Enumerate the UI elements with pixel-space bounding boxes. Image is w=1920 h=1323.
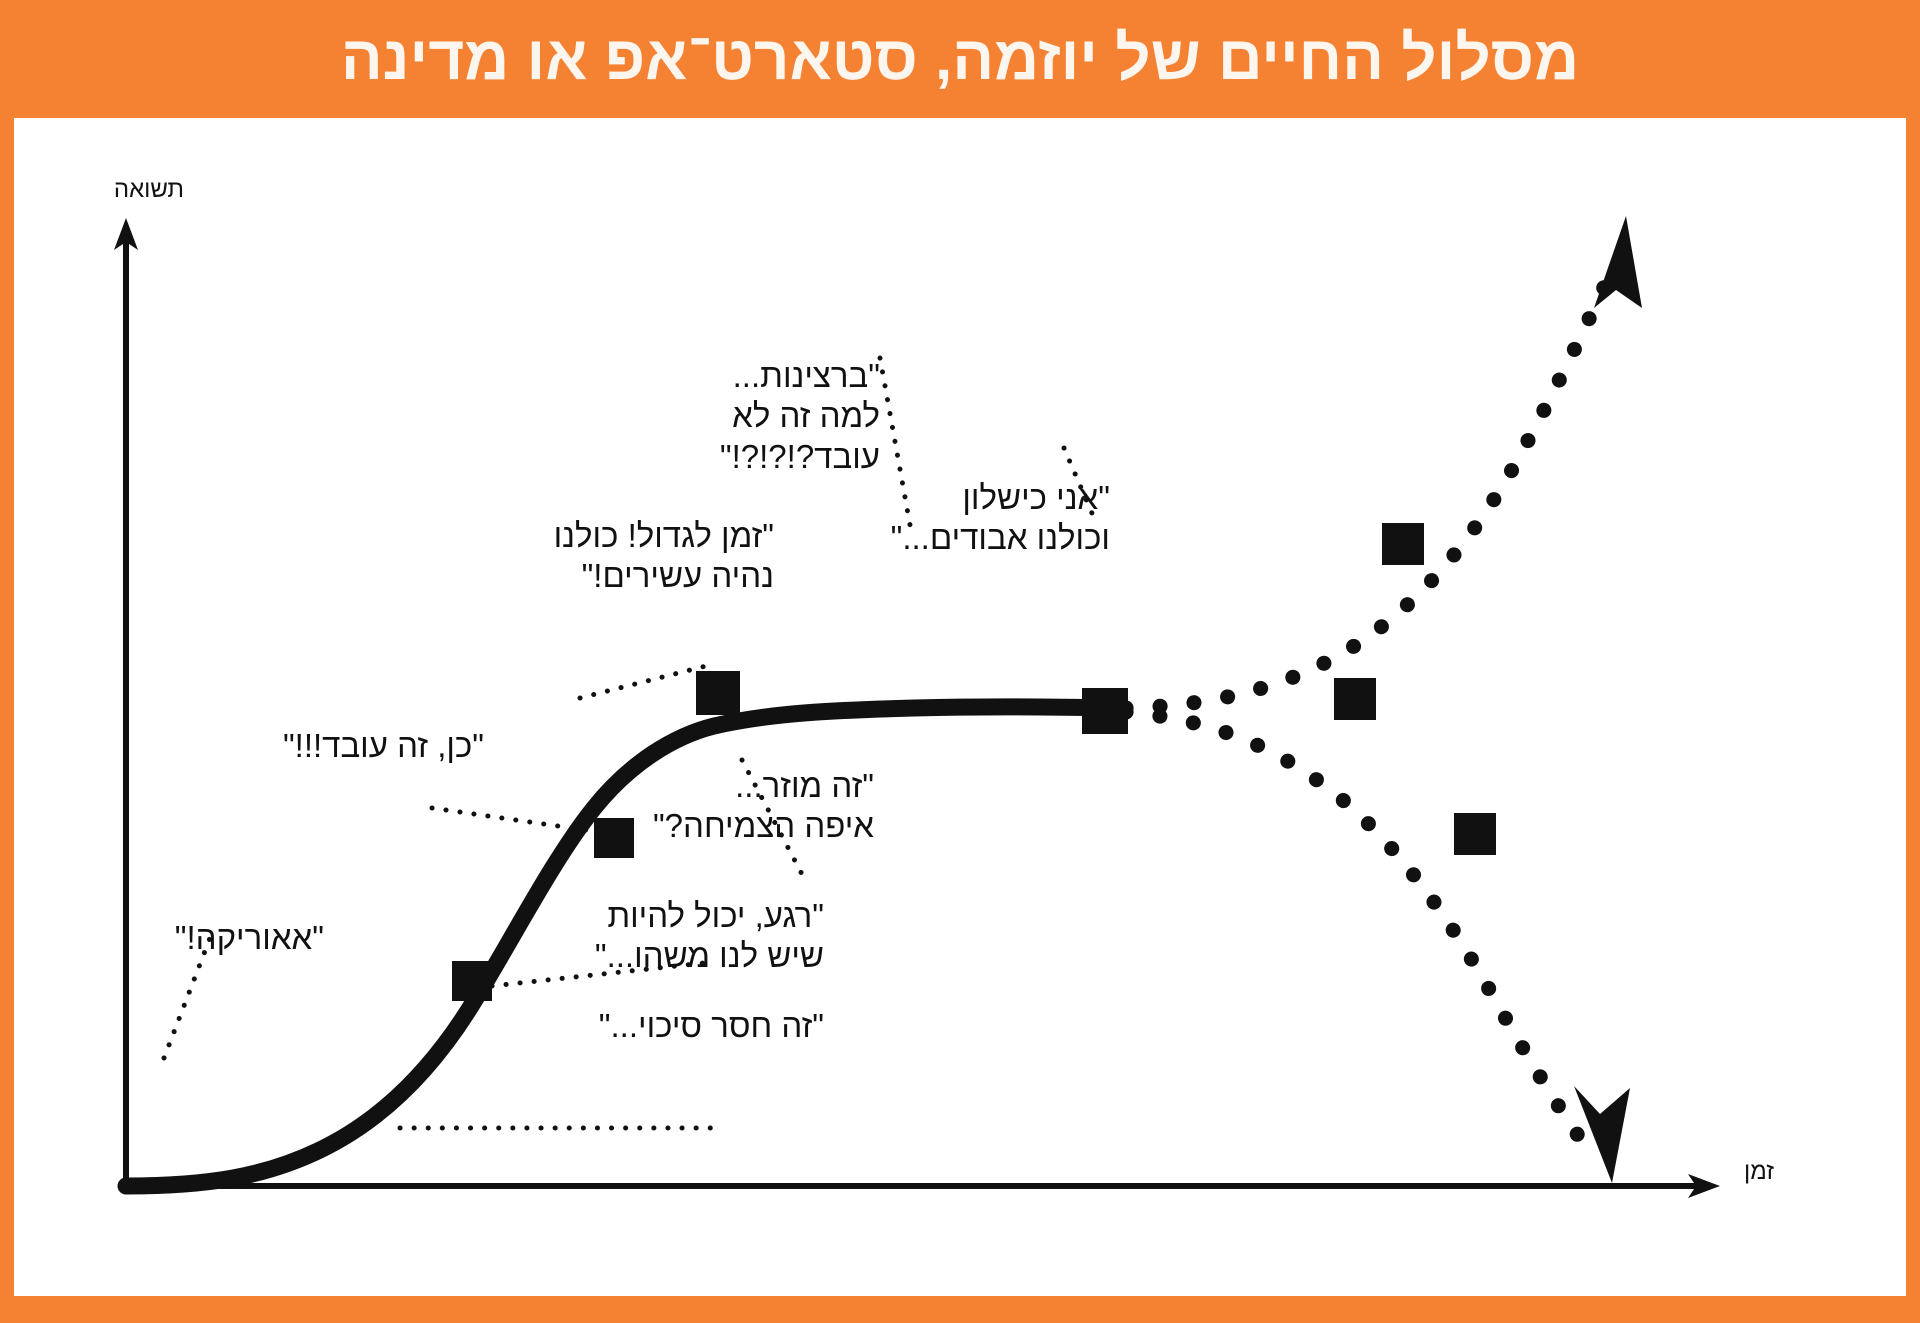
leader-seriously [877, 355, 915, 539]
annotation-it-works: "כן, זה עובד!!!" [282, 727, 484, 764]
x-axis-arrow-icon [1688, 1174, 1720, 1198]
x-axis-label: זמן [1744, 1158, 1774, 1185]
leader-time-to-grow [577, 663, 709, 701]
leader-it-works [429, 805, 589, 833]
success-arrow-icon [1594, 216, 1642, 308]
failure-branch-dotted [1118, 704, 1630, 1183]
marker-time-to-grow [696, 671, 740, 715]
title-banner: מסלול החיים של יוזמה, סטארט־אפ או מדינה [0, 0, 1920, 118]
marker-it-works [594, 818, 634, 858]
annotation-strange: "זה מוזר... איפה הצמיחה?" [652, 767, 874, 845]
y-axis-label: תשואה [113, 176, 184, 203]
annotation-seriously: "ברצינות... למה זה לא עובד?!?!?!" [719, 357, 880, 475]
annotation-i-am-failure: "אני כישלון וכולנו אבודים..." [890, 479, 1110, 557]
curve-markers [452, 523, 1496, 1001]
marker-plateau [1082, 688, 1128, 734]
success-branch-dotted [1118, 216, 1642, 716]
lifecycle-curve-chart [114, 216, 1720, 1198]
annotation-time-to-grow: "זמן לגדול! כולנו נהיה עשירים!" [553, 517, 774, 595]
leader-strange [739, 757, 807, 881]
leader-i-am-failure [1061, 445, 1097, 521]
annotation-hopeless: "זה חסר סיכוי..." [598, 1007, 824, 1044]
failure-arrow-icon [1574, 1086, 1630, 1183]
marker-eureka [452, 961, 492, 1001]
annotation-maybe-something: "רגע, יכול להיות שיש לנו משהו..." [594, 897, 824, 975]
marker-success-branch [1382, 523, 1424, 565]
annotation-eureka: "אאוריקה!" [174, 919, 324, 956]
leader-lines [161, 355, 1097, 1131]
chart-panel: תשואה זמן "ברצינות... למה זה לא עובד?!?!… [14, 118, 1906, 1296]
axes-group [114, 218, 1720, 1198]
marker-failure-1 [1334, 678, 1376, 720]
main-s-curve [117, 698, 1123, 1195]
page-title: מסלול החיים של יוזמה, סטארט־אפ או מדינה [340, 24, 1580, 93]
y-axis-arrow-icon [114, 218, 138, 250]
marker-failure-2 [1454, 813, 1496, 855]
